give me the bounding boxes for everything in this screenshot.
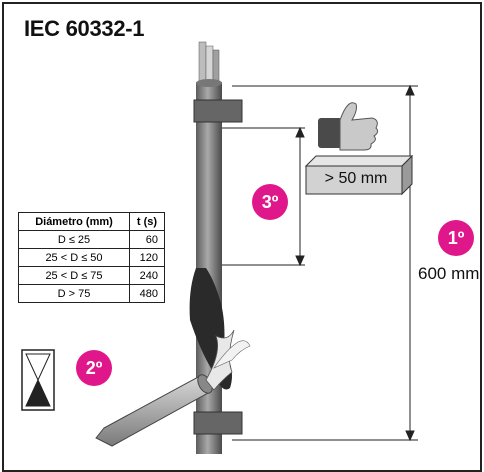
time-cell: 240 bbox=[129, 266, 165, 285]
time-cell: 480 bbox=[129, 284, 165, 303]
time-cell: 60 bbox=[129, 230, 165, 249]
char-length-dimension-line bbox=[222, 126, 305, 267]
hourglass-icon bbox=[21, 349, 55, 411]
table-row: D > 75 480 bbox=[18, 284, 165, 303]
flame-icon bbox=[205, 329, 251, 391]
table-row: 25 < D ≤ 75 240 bbox=[18, 266, 165, 285]
thumbs-up-icon bbox=[318, 102, 379, 151]
height-label: 600 mm bbox=[418, 264, 480, 283]
time-cell: 120 bbox=[129, 248, 165, 267]
lower-clamp bbox=[193, 411, 243, 435]
diameter-cell: D > 75 bbox=[18, 284, 130, 303]
diameter-cell: D ≤ 25 bbox=[18, 230, 130, 249]
table-row: 25 < D ≤ 50 120 bbox=[18, 248, 165, 267]
exposure-time-table: Diámetro (mm) t (s) D ≤ 25 60 25 < D ≤ 5… bbox=[18, 212, 165, 303]
column-header-diameter: Diámetro (mm) bbox=[18, 212, 130, 231]
step-1-badge: 1º bbox=[438, 220, 474, 256]
column-header-time: t (s) bbox=[129, 212, 165, 231]
table-row: D ≤ 25 60 bbox=[18, 230, 165, 249]
char-length-label: > 50 mm bbox=[324, 170, 388, 187]
table-header-row: Diámetro (mm) t (s) bbox=[18, 212, 165, 231]
height-dimension-line bbox=[232, 84, 418, 442]
step-3-badge: 3º bbox=[252, 184, 288, 220]
diameter-cell: 25 < D ≤ 50 bbox=[18, 248, 130, 267]
ruler-block-icon bbox=[304, 154, 414, 196]
upper-clamp bbox=[193, 99, 243, 123]
diameter-cell: 25 < D ≤ 75 bbox=[18, 266, 130, 285]
step-2-badge: 2º bbox=[76, 350, 112, 386]
standard-title: IEC 60332-1 bbox=[24, 16, 145, 41]
